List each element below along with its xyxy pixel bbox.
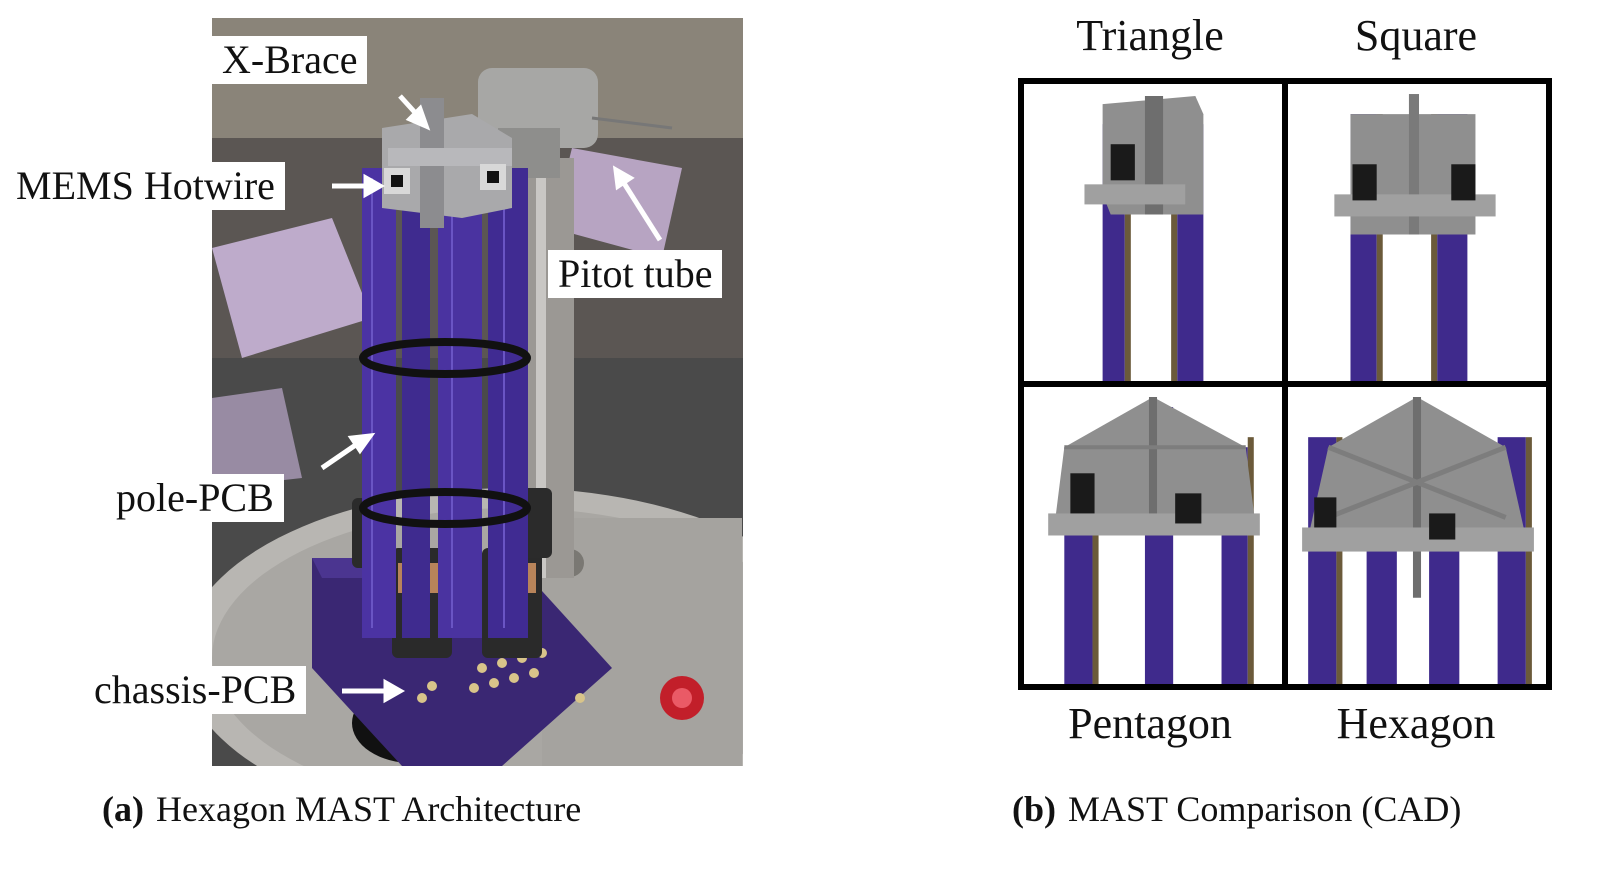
- cad-pentagon-drawing: [1048, 397, 1260, 684]
- label-square: Square: [1354, 11, 1478, 60]
- label-triangle: Triangle: [1076, 11, 1224, 60]
- mast-photo: [212, 18, 743, 766]
- label-xbrace: X-Brace: [212, 36, 368, 84]
- cad-pentagon: [1024, 387, 1282, 684]
- cad-triangle-drawing: [1084, 96, 1204, 381]
- label-chassis-pcb: chassis-PCB: [84, 666, 307, 714]
- caption-b-tag: (b): [1012, 789, 1056, 829]
- caption-b-text: MAST Comparison (CAD): [1068, 789, 1462, 829]
- label-pitot-tube: Pitot tube: [548, 250, 723, 298]
- cad-grid: [1018, 78, 1552, 690]
- caption-a-tag: (a): [102, 789, 144, 829]
- cad-square: [1288, 84, 1546, 381]
- cad-triangle: [1024, 84, 1282, 381]
- label-pentagon: Pentagon: [1068, 699, 1232, 748]
- mast-photo-drawing: [212, 18, 743, 766]
- caption-a-text: Hexagon MAST Architecture: [155, 789, 582, 829]
- label-pole-pcb: pole-PCB: [106, 474, 284, 522]
- cad-square-drawing: [1334, 94, 1496, 381]
- label-hexagon: Hexagon: [1336, 699, 1496, 748]
- caption-a: (a) Hexagon MAST Architecture: [102, 788, 581, 830]
- label-mems-hotwire: MEMS Hotwire: [6, 162, 285, 210]
- cad-hexagon: [1288, 387, 1546, 684]
- cad-hexagon-drawing: [1302, 397, 1534, 684]
- caption-b: (b) MAST Comparison (CAD): [1012, 788, 1461, 830]
